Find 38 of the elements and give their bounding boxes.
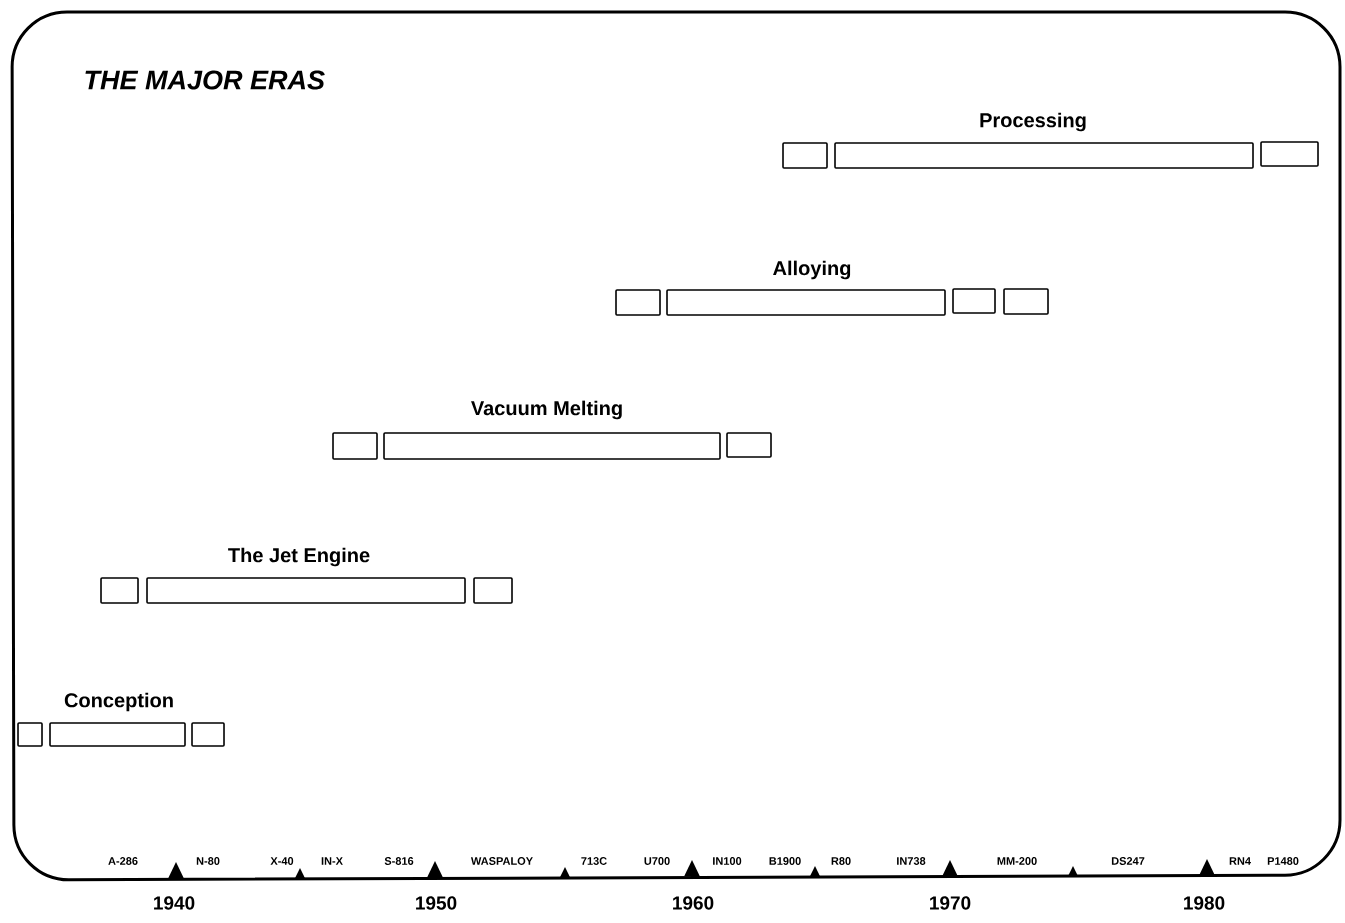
bar-box — [615, 289, 661, 316]
era-heading: Processing — [980, 112, 1086, 132]
alloy-label: S-816 — [384, 857, 414, 865]
year-label: 1950 — [416, 896, 457, 910]
bar-box — [952, 288, 996, 314]
alloy-label: WASPALOY — [470, 857, 533, 865]
era-heading: Alloying — [773, 260, 851, 280]
bar-box — [100, 577, 139, 604]
bar-box — [473, 577, 513, 604]
alloy-label: IN738 — [897, 857, 926, 865]
alloy-label: P1480 — [1267, 857, 1299, 865]
bar-box — [191, 722, 225, 747]
alloy-label: U700 — [644, 857, 670, 865]
alloy-label: DS247 — [1111, 857, 1145, 865]
alloy-label: B1900 — [769, 857, 801, 865]
bar-box — [332, 432, 378, 460]
year-label: 1960 — [673, 896, 714, 910]
bar-box — [17, 722, 43, 747]
alloy-label: X-40 — [270, 857, 294, 865]
bar-box — [1260, 141, 1319, 167]
year-label: 1980 — [1184, 896, 1225, 910]
alloy-label: 713C — [581, 857, 607, 865]
bar-box — [782, 142, 828, 169]
era-heading: The Jet Engine — [228, 547, 370, 567]
alloy-label: A-286 — [108, 857, 138, 865]
alloy-label: N-80 — [196, 857, 220, 865]
alloy-label: IN100 — [713, 857, 742, 865]
era-heading: Vacuum Melting — [471, 400, 622, 420]
era-heading: Conception — [64, 692, 173, 712]
year-label: 1940 — [154, 896, 195, 910]
year-label: 1970 — [930, 896, 971, 910]
bar-box — [726, 432, 772, 458]
title: THE MAJOR ERAS — [85, 70, 325, 90]
alloy-label: IN-X — [321, 857, 343, 865]
alloy-label: R80 — [831, 857, 851, 865]
alloy-label: RN4 — [1229, 857, 1251, 865]
bar-box — [1003, 288, 1049, 315]
alloy-label: MM-200 — [997, 857, 1037, 865]
